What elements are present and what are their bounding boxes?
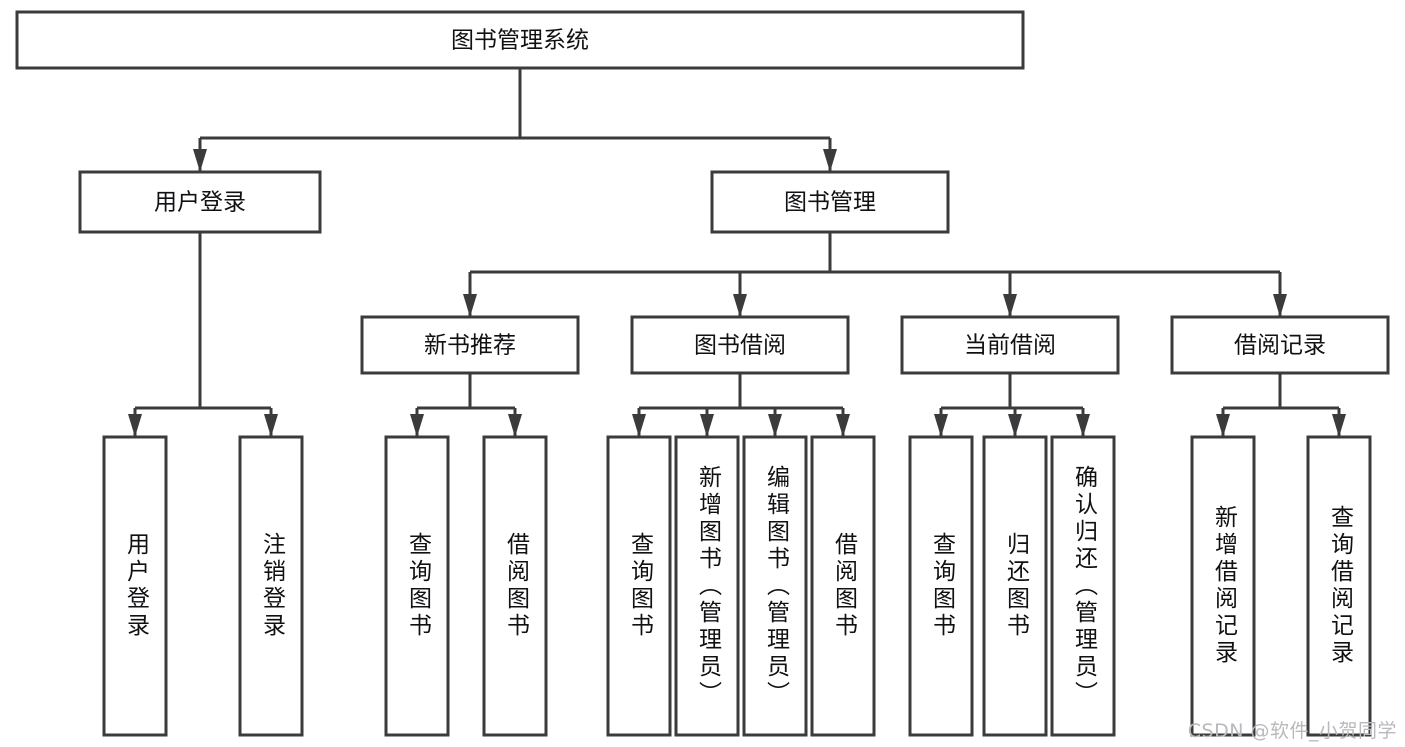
edge-layer xyxy=(128,68,1346,437)
node-leaf-borrow-book[interactable] xyxy=(810,435,876,737)
node-root-label: 图书管理系统 xyxy=(451,28,589,54)
node-leaf-add-book[interactable] xyxy=(674,435,740,737)
arrow-head-icon xyxy=(1332,414,1346,437)
arrow-head-icon xyxy=(463,294,477,317)
node-borrow-record[interactable] xyxy=(1170,315,1390,375)
arrow-head-icon xyxy=(1076,414,1090,437)
node-leaf-logout[interactable] xyxy=(238,435,304,737)
arrow-head-icon xyxy=(1003,294,1017,317)
node-current-borrow-label: 当前借阅 xyxy=(964,333,1056,359)
node-leaf-edit-book[interactable] xyxy=(742,435,808,737)
arrow-head-icon xyxy=(632,414,646,437)
node-user-login-label: 用户登录 xyxy=(154,190,246,216)
node-leaf-query-book-rec[interactable] xyxy=(384,435,450,737)
arrow-head-icon xyxy=(1008,414,1022,437)
node-leaf-query-book[interactable] xyxy=(606,435,672,737)
arrow-head-icon xyxy=(410,414,424,437)
node-book-manage[interactable] xyxy=(710,170,950,234)
node-leaf-add-record[interactable] xyxy=(1190,435,1256,737)
arrow-head-icon xyxy=(700,414,714,437)
node-leaf-query-record[interactable] xyxy=(1306,435,1372,737)
node-user-login[interactable] xyxy=(78,170,322,234)
node-leaf-confirm-return[interactable] xyxy=(1050,435,1116,737)
node-layer xyxy=(15,10,1390,737)
node-book-manage-label: 图书管理 xyxy=(784,190,876,216)
node-current-borrow[interactable] xyxy=(900,315,1120,375)
arrow-head-icon xyxy=(508,414,522,437)
node-leaf-return-book[interactable] xyxy=(982,435,1048,737)
node-book-borrow-label: 图书借阅 xyxy=(694,333,786,359)
node-borrow-record-label: 借阅记录 xyxy=(1234,333,1326,359)
watermark: CSDN @软件_小贺同学 xyxy=(1187,720,1397,742)
node-book-borrow[interactable] xyxy=(630,315,850,375)
arrow-head-icon xyxy=(836,414,850,437)
node-new-book-rec[interactable] xyxy=(360,315,580,375)
node-leaf-query-book-cur[interactable] xyxy=(908,435,974,737)
arrow-head-icon xyxy=(768,414,782,437)
arrow-head-icon xyxy=(1273,294,1287,317)
arrow-head-icon xyxy=(1216,414,1230,437)
arrow-head-icon xyxy=(193,149,207,172)
arrow-head-icon xyxy=(934,414,948,437)
node-new-book-rec-label: 新书推荐 xyxy=(424,333,516,359)
arrow-head-icon xyxy=(264,414,278,437)
arrow-head-icon xyxy=(823,149,837,172)
arrow-head-icon xyxy=(733,294,747,317)
node-leaf-user-login[interactable] xyxy=(102,435,168,737)
arrow-head-icon xyxy=(128,414,142,437)
node-root[interactable] xyxy=(15,10,1025,70)
node-leaf-borrow-book-rec[interactable] xyxy=(482,435,548,737)
